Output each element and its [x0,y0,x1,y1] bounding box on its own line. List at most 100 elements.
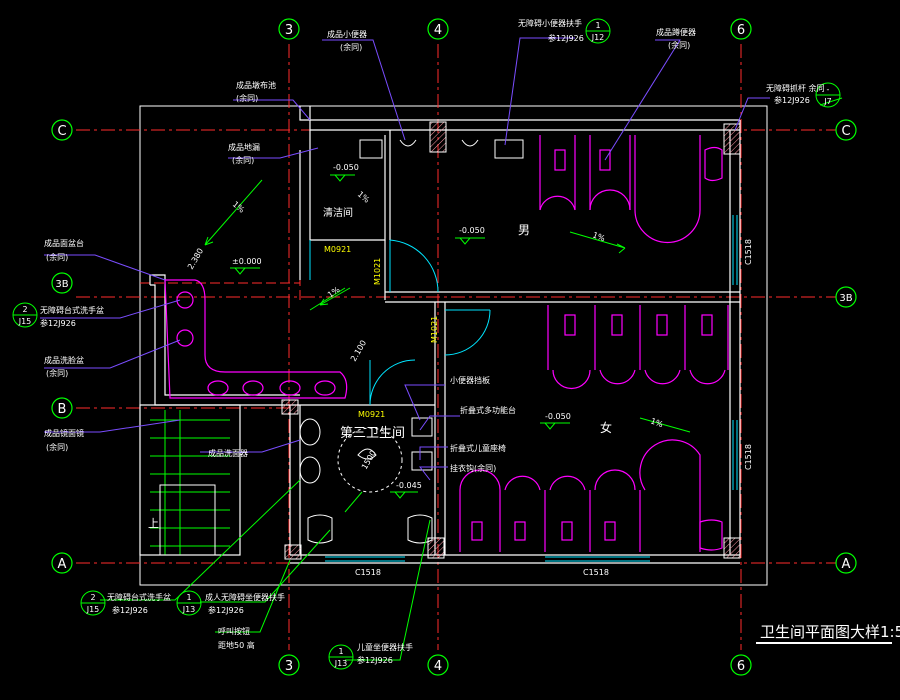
windows [325,215,738,562]
annotation-urinal-partition: 小便器挡板 [450,375,490,385]
door-tag-m1021-a: M1021 [373,258,382,285]
window-tags: C1518 C1518 C1518 C1518 [355,239,753,577]
annotation-child-toilet-rail-ref: 参12J926 [357,655,393,665]
annotation-child-seat: 折叠式儿童座椅 [450,443,506,453]
annotation-floor-drain: 成品地漏 [228,142,260,152]
annotations: 成品小便器 (余同) 无障碍小便器扶手 参12J926 成品蹲便器 (余同) 成… [40,18,825,665]
elevation-label-3: -0.050 [545,412,571,421]
annotation-urinal: 成品小便器 [327,29,367,39]
detail-tag-5-sheet: J13 [182,605,196,614]
walls [139,106,741,564]
annotation-washbasin: 成品洗脸盆 [44,355,84,365]
elevation-labels: -0.050 -0.050 -0.050 ±0.000 -0.045 [232,163,571,490]
axis-label-6-bottom: 6 [737,659,745,674]
room-label-women: 女 [600,420,612,435]
misc-dim-b: 2.100 [349,339,368,363]
detail-tag-2-num: - [827,85,830,94]
detail-tag-4-num: 2 [90,593,95,602]
fixtures [164,135,729,552]
annotation-grab-bar: 无障碍抓杆 余同 [766,83,825,93]
detail-tag-3-sheet: J15 [18,317,32,326]
room-label-third-restroom: 第三卫生间 [340,426,405,441]
outer-boundary [139,105,768,586]
detail-tag-2-sheet: J7 [823,97,831,106]
axis-label-3-top: 3 [285,23,293,38]
annotation-child-toilet-rail: 儿童坐便器扶手 [357,642,413,652]
door-tag-m1021-b: M1021 [430,316,439,343]
fixtures-white [299,139,524,544]
detail-tag-6-num: 1 [338,647,343,656]
detail-tag-5-num: 1 [186,593,191,602]
axis-label-3b-left: 3B [55,279,68,290]
detail-tag-6-sheet: J13 [334,659,348,668]
room-label-men: 男 [518,223,530,237]
annotation-washbasin-note: (余同) [46,368,68,378]
level-markers [230,174,570,499]
annotation-call-button-height: 距地50 高 [218,640,255,650]
detail-tag-1-sheet: J12 [591,33,605,42]
leader-lines [40,37,770,481]
detail-tag-text: 1 J12 - J7 2 J15 2 J15 1 J13 1 J13 [18,21,832,668]
axis-label-c-left: C [57,124,66,139]
elevation-label-2: -0.050 [459,226,485,235]
room-labels: 男 女 第三卫生间 清洁间 [323,206,612,441]
annotation-squat-toilet: 成品蹲便器 [656,27,696,37]
elevation-label-6: -0.045 [396,481,422,490]
annotation-accessible-basin-ref: 参12J926 [40,318,76,328]
drawing-title: 卫生间平面图大样1:50 [760,623,900,641]
annotation-accessible-basin-2: 无障碍台式洗手盆 [107,592,171,602]
detail-tag-3-num: 2 [22,305,27,314]
detail-tag-4-sheet: J15 [86,605,100,614]
leader-lines-green [100,97,843,661]
axis-label-c-right: C [841,124,850,139]
misc-dim-a: 2.380 [186,247,205,271]
detail-tag-1-num: 1 [595,21,600,30]
elevation-label-1: -0.050 [333,163,359,172]
columns [281,121,741,560]
slope-label-4: 1% [649,416,664,429]
window-tag-3: C1518 [355,568,381,577]
axis-label-a-left: A [58,557,67,572]
annotation-accessible-basin-2-ref: 参12J926 [112,605,148,615]
stair-up-label: 上 [148,517,159,530]
axis-bubbles [51,18,857,676]
door-tag-m0921-b: M0921 [358,410,385,419]
annotation-urinal-note: (余同) [340,42,362,52]
annotation-accessible-basin: 无障碍台式洗手盆 [40,305,104,315]
window-tag-2: C1518 [744,444,753,470]
door-tag-m0921-a: M0921 [324,245,351,254]
annotation-mop-sink: 成品墩布池 [236,80,276,90]
annotation-mirror: 成品镜面镜 [44,428,84,438]
axis-label-6-top: 6 [737,23,745,38]
annotation-adult-toilet-rail: 成人无障碍坐便器扶手 [205,592,285,602]
axis-label-4-top: 4 [434,23,442,38]
axis-grid [76,44,836,650]
annotation-adult-toilet-rail-ref: 参12J926 [208,605,244,615]
annotation-mirror-note: (余同) [46,442,68,452]
annotation-vanity: 成品面盆台 [44,238,84,248]
annotation-baby-table: 折叠式多功能台 [460,405,516,415]
window-tag-1: C1518 [744,239,753,265]
door-tags: M0921 M0921 M1021 M1021 [324,245,439,419]
slope-label-3: 1% [591,230,606,243]
slope-arrows [204,179,691,513]
title-underline [756,642,892,644]
annotation-floor-drain-note: (余同) [232,155,254,165]
annotation-urinal-rail: 无障碍小便器扶手 [518,18,582,28]
annotation-squat-toilet-note: (余同) [668,40,690,50]
annotation-call-button: 呼叫按钮 [218,626,250,636]
slope-label-2: 1% [356,190,372,205]
annotation-vanity-note: (余同) [46,252,68,262]
axis-label-3-bottom: 3 [285,659,293,674]
detail-tags [12,18,841,670]
axis-label-a-right: A [842,557,851,572]
doors [309,239,491,406]
axis-label-4-bottom: 4 [434,659,442,674]
axis-label-3b-right: 3B [839,293,852,304]
room-label-cleaning: 清洁间 [323,206,353,219]
axis-label-b-left: B [58,402,67,417]
annotation-mop-sink-note: (余同) [236,93,258,103]
window-tag-4: C1518 [583,568,609,577]
